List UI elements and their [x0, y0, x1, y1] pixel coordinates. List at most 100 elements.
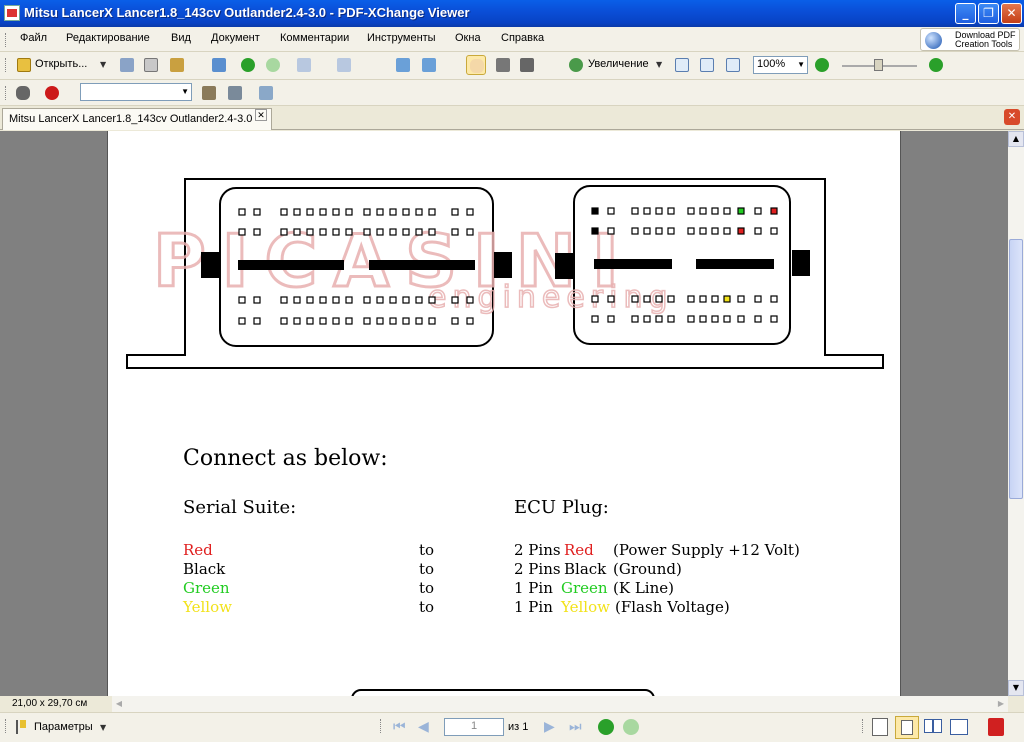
pin — [293, 208, 301, 216]
download-pdf-tools-button[interactable]: Download PDF Creation Tools — [920, 28, 1020, 51]
hand-tool-button[interactable] — [466, 55, 486, 75]
pin — [332, 296, 340, 304]
menu-bar: Файл Редактирование Вид Документ Коммент… — [0, 27, 1024, 52]
parameters-button[interactable]: Параметры ▼ — [14, 718, 109, 738]
fit-width-button[interactable] — [723, 55, 743, 75]
pin — [770, 227, 778, 235]
pin — [655, 315, 663, 323]
zoom-slider-handle[interactable] — [874, 59, 883, 71]
zoom-label: Увеличение — [588, 58, 649, 70]
forward-button[interactable] — [263, 55, 283, 75]
tab-close-icon[interactable]: ✕ — [255, 109, 267, 121]
close-document-button[interactable]: ✕ — [1004, 109, 1020, 125]
nav-back-button[interactable] — [598, 719, 614, 735]
undo-button[interactable] — [294, 55, 314, 75]
nav-grip2 — [380, 719, 383, 733]
menu-comments[interactable]: Комментарии — [280, 32, 350, 44]
rotate-left-button[interactable] — [393, 55, 413, 75]
typewriter-button[interactable] — [256, 83, 276, 103]
zoom-input[interactable]: 100%▼ — [753, 56, 808, 74]
pin — [376, 296, 384, 304]
pin — [319, 228, 327, 236]
search-input[interactable]: ▼ — [80, 83, 192, 101]
horizontal-scrollbar[interactable]: ◀ ▶ — [112, 696, 1008, 712]
vertical-scrollbar[interactable]: ▲ ▼ — [1008, 131, 1024, 696]
scroll-thumb[interactable] — [1009, 239, 1023, 499]
back-button[interactable] — [238, 55, 258, 75]
page-number-input[interactable]: 1 — [444, 718, 504, 736]
last-page-button[interactable]: ⏭ — [569, 719, 582, 735]
continuous-page-button[interactable] — [895, 716, 919, 739]
zoom-tool-button[interactable]: Увеличение ▼ — [566, 55, 664, 75]
printer-icon — [144, 58, 158, 72]
toolbar2-grip[interactable] — [5, 86, 8, 100]
menu-edit[interactable]: Редактирование — [66, 32, 150, 44]
plus-icon — [929, 58, 943, 72]
next-page-button[interactable]: ▶ — [544, 719, 555, 735]
properties-button[interactable] — [209, 55, 229, 75]
pin — [389, 208, 397, 216]
menu-grip[interactable] — [5, 33, 8, 47]
menu-document[interactable]: Документ — [211, 32, 260, 44]
document-tab[interactable]: Mitsu LancerX Lancer1.8_143cv Outlander2… — [2, 108, 272, 130]
ask-button[interactable] — [42, 83, 62, 103]
nav-forward-button[interactable] — [623, 719, 639, 735]
fit-page-button[interactable] — [697, 55, 717, 75]
zoom-out-button[interactable] — [812, 55, 832, 75]
pin — [466, 317, 474, 325]
binoculars-button[interactable] — [13, 83, 33, 103]
menu-windows[interactable]: Окна — [455, 32, 481, 44]
close-button[interactable]: ✕ — [1001, 3, 1022, 24]
prev-page-button[interactable]: ◀ — [418, 719, 429, 735]
scroll-left-button[interactable]: ◀ — [115, 699, 123, 708]
document-viewer[interactable]: PICASINI engineering Connect as below: S… — [0, 131, 1008, 696]
rotate-right-button[interactable] — [419, 55, 439, 75]
pin — [306, 296, 314, 304]
rotate-right-icon — [422, 58, 436, 72]
arrow-right-icon — [266, 58, 280, 72]
pin — [667, 315, 675, 323]
menu-view[interactable]: Вид — [171, 32, 191, 44]
print-button[interactable] — [141, 55, 161, 75]
menu-tools[interactable]: Инструменты — [367, 32, 436, 44]
minimize-button[interactable]: _ — [955, 3, 976, 24]
find-next-button[interactable] — [199, 83, 219, 103]
redo-button[interactable] — [334, 55, 354, 75]
fit-page-icon — [700, 58, 714, 72]
text-select-button[interactable] — [517, 55, 537, 75]
pin — [332, 228, 340, 236]
single-page-button[interactable] — [872, 718, 888, 736]
first-page-button[interactable]: ⏮ — [393, 719, 406, 735]
open-button[interactable]: Открыть... ▼ — [14, 55, 108, 75]
pin — [253, 296, 261, 304]
actual-size-button[interactable] — [672, 55, 692, 75]
save-button[interactable] — [117, 55, 137, 75]
pin — [345, 317, 353, 325]
pin — [376, 208, 384, 216]
pin — [415, 296, 423, 304]
scroll-down-button[interactable]: ▼ — [1008, 680, 1024, 696]
pin — [655, 207, 663, 215]
toolbar-grip[interactable] — [5, 58, 8, 72]
snapshot-button[interactable] — [493, 55, 513, 75]
pdf-icon[interactable] — [988, 718, 1004, 736]
zoom-in-button[interactable] — [926, 55, 946, 75]
binoculars-icon — [16, 86, 30, 100]
maximize-button[interactable]: ❐ — [978, 3, 999, 24]
app-icon[interactable] — [4, 5, 20, 21]
nav-grip[interactable] — [5, 719, 8, 733]
pin — [428, 208, 436, 216]
find-prev-button[interactable] — [225, 83, 245, 103]
ecu-plug-header: ECU Plug: — [514, 497, 609, 518]
scroll-up-button[interactable]: ▲ — [1008, 131, 1024, 147]
scan-button[interactable] — [167, 55, 187, 75]
page-size-status: 21,00 x 29,70 см — [0, 696, 112, 712]
pin-yellow — [723, 295, 731, 303]
menu-file[interactable]: Файл — [20, 32, 48, 44]
facing-pages-button[interactable] — [924, 719, 942, 733]
pin-count: 1 Pin — [514, 598, 553, 616]
continuous-facing-button[interactable] — [950, 719, 968, 735]
menu-help[interactable]: Справка — [501, 32, 545, 44]
scroll-right-button[interactable]: ▶ — [997, 699, 1005, 708]
pin — [306, 317, 314, 325]
